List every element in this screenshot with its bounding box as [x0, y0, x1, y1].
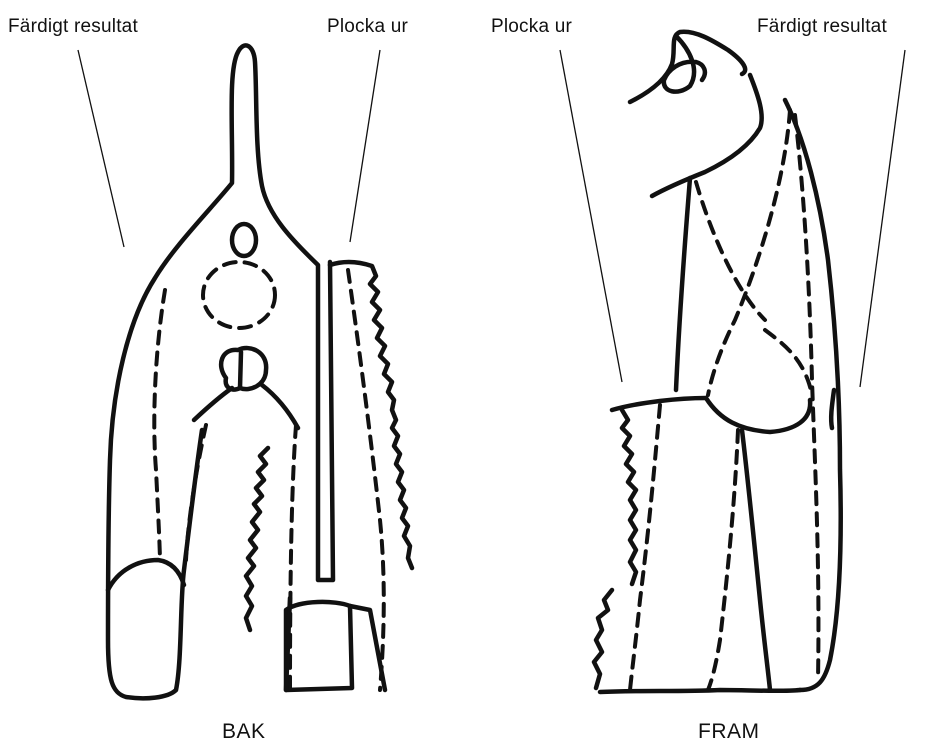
front-neck — [652, 75, 762, 196]
leader-front-pick-out — [560, 50, 622, 382]
leader-front-finished — [860, 50, 905, 387]
front-right-seam — [831, 390, 834, 428]
back-small-hole — [232, 224, 256, 256]
back-left-cuff — [108, 560, 184, 590]
front-cup — [706, 398, 810, 432]
back-dashed-inner — [186, 425, 206, 560]
back-wavy-center — [246, 448, 268, 630]
front-dashed-outer — [795, 115, 818, 680]
back-dashed-center — [290, 425, 296, 690]
leader-back-finished — [78, 50, 124, 247]
front-torso-left — [676, 178, 690, 390]
front-leg-center — [742, 430, 770, 690]
back-figure — [108, 45, 412, 698]
back-dashed-left — [154, 290, 165, 562]
front-figure — [594, 32, 841, 692]
back-bump — [221, 348, 266, 390]
leader-back-pick-out — [350, 50, 380, 242]
front-dashed-cross-a — [696, 182, 765, 320]
front-dashed-leg-center — [708, 430, 738, 690]
back-dashed-ring — [203, 262, 275, 328]
front-hem — [600, 690, 800, 692]
front-hood — [630, 32, 745, 102]
front-cup-top — [765, 330, 812, 395]
back-bottom-flap — [286, 598, 385, 690]
back-wavy-right — [330, 262, 412, 568]
front-wavy-left — [594, 410, 636, 688]
back-bottom-block — [286, 602, 352, 690]
